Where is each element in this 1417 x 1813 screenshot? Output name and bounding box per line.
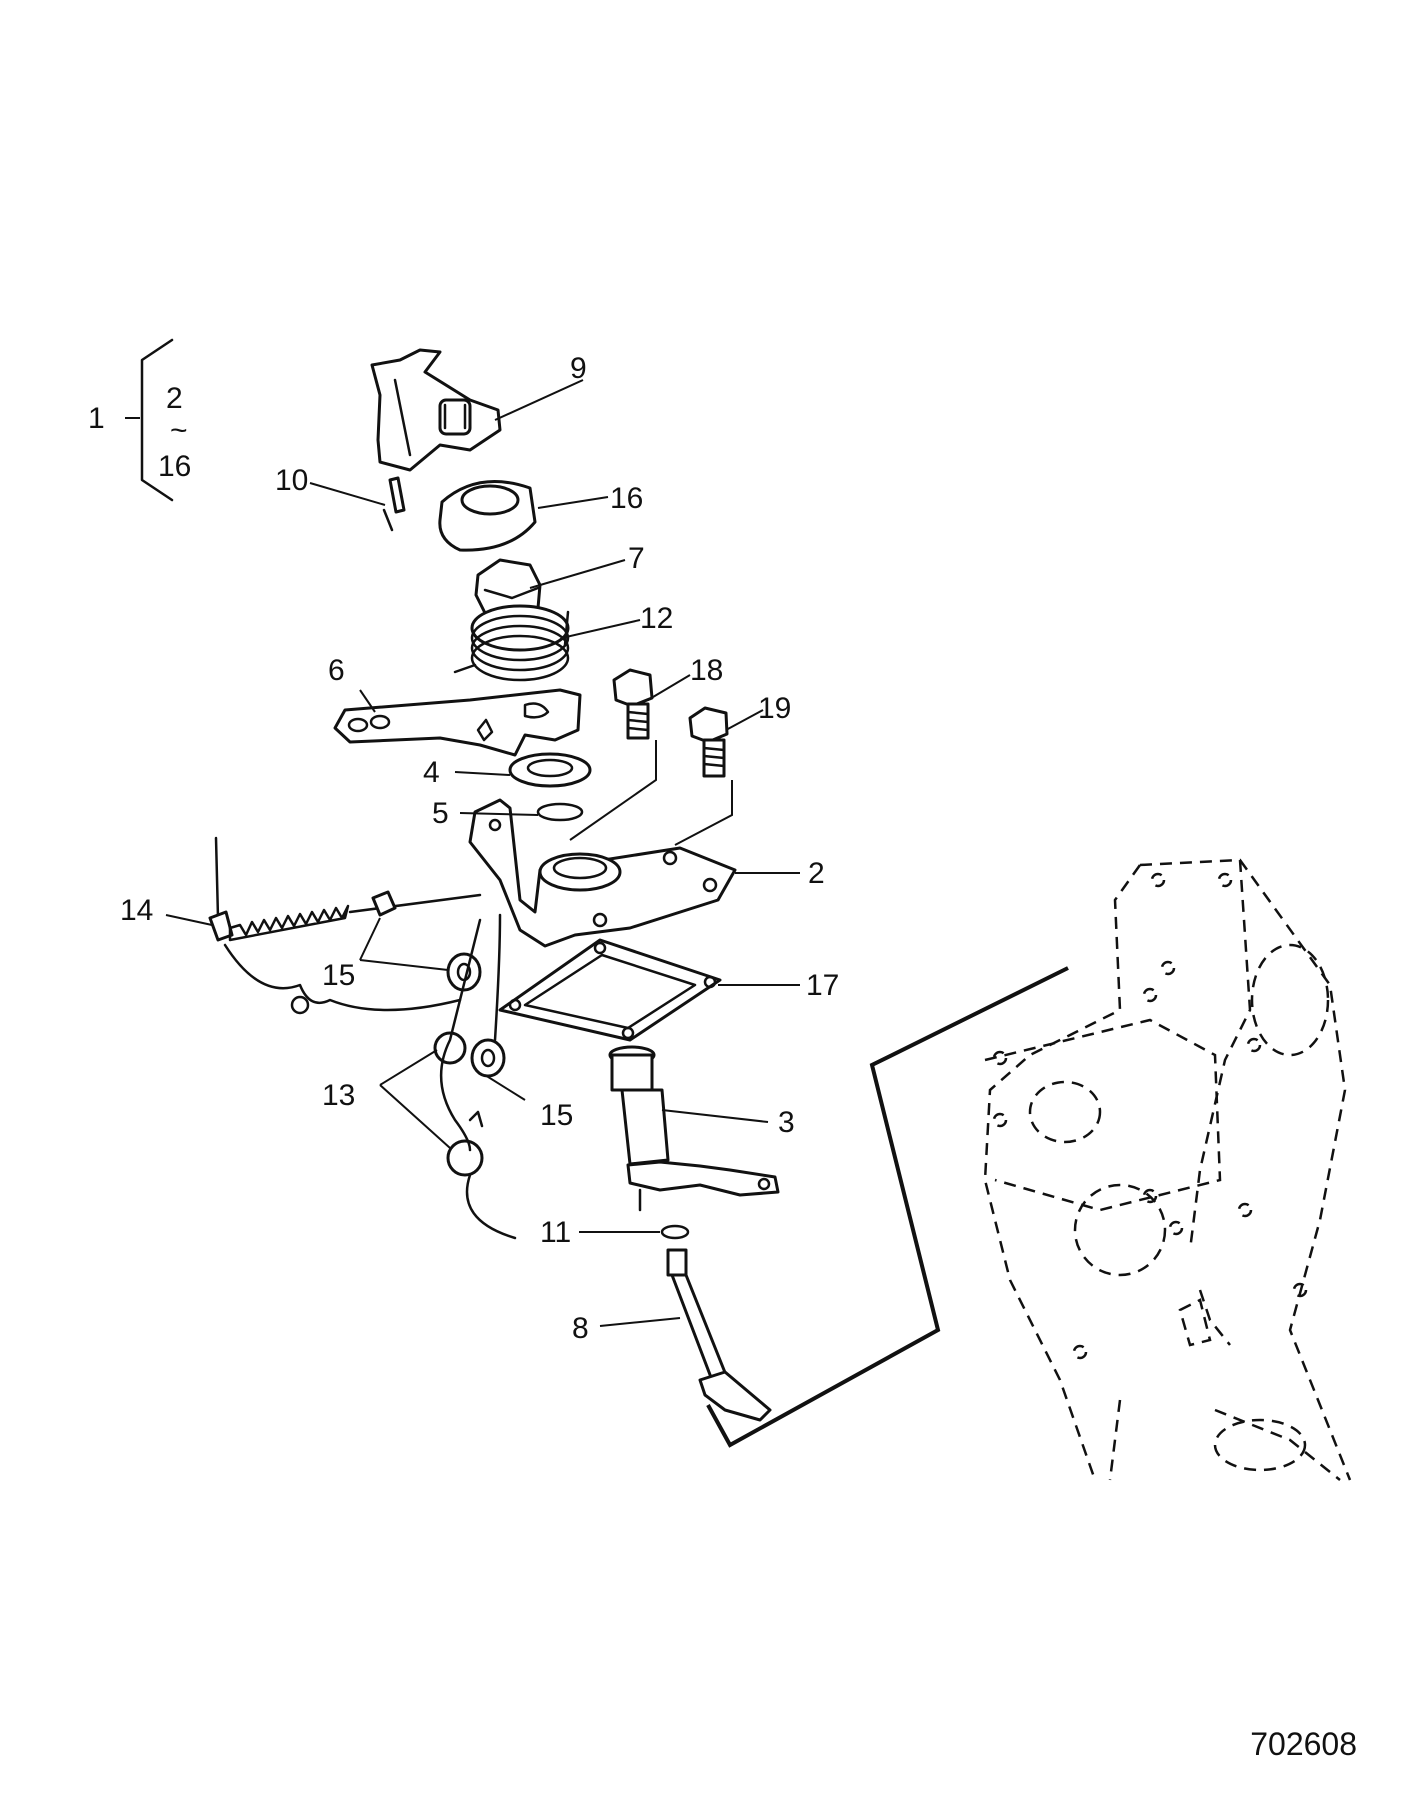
part-3-shaft bbox=[608, 1045, 780, 1212]
callout-18: 18 bbox=[690, 654, 723, 687]
callout-11: 11 bbox=[540, 1216, 571, 1249]
part-16-collar bbox=[438, 480, 537, 552]
part-10-pin bbox=[382, 476, 406, 532]
callout-10: 10 bbox=[275, 464, 308, 497]
part-15-collar-upper bbox=[371, 890, 397, 917]
part-4-seal bbox=[508, 752, 592, 788]
transmission-housing-dashed bbox=[983, 858, 1352, 1481]
part-8-rod bbox=[666, 1248, 772, 1422]
part-13-clips bbox=[433, 913, 517, 1240]
callout-15-lower: 15 bbox=[540, 1099, 573, 1132]
group-bracket: 1 2 ~ 16 bbox=[88, 338, 191, 502]
leader-lines bbox=[165, 379, 800, 1327]
callout-17: 17 bbox=[806, 969, 839, 1002]
callout-13: 13 bbox=[322, 1079, 355, 1112]
part-17-gasket bbox=[498, 938, 722, 1042]
callout-9: 9 bbox=[570, 352, 587, 385]
part-5-oring bbox=[536, 802, 584, 822]
callout-5: 5 bbox=[432, 797, 449, 830]
callout-7: 7 bbox=[628, 542, 645, 575]
part-12-spring bbox=[453, 604, 570, 682]
group-label: 1 bbox=[88, 402, 105, 435]
callout-3: 3 bbox=[778, 1106, 795, 1139]
part-18-bolt bbox=[612, 668, 654, 740]
callout-16: 16 bbox=[610, 482, 643, 515]
part-11-oring bbox=[660, 1224, 690, 1240]
callout-labels: 9 10 16 7 12 6 18 19 4 5 2 17 14 15 15 1… bbox=[120, 352, 839, 1345]
group-range-sep: ~ bbox=[170, 414, 188, 447]
part-2-housing bbox=[468, 798, 737, 948]
part-6-lever bbox=[333, 688, 582, 757]
part-19-bolt bbox=[688, 706, 729, 778]
group-range-start: 2 bbox=[166, 382, 183, 415]
callout-8: 8 bbox=[572, 1312, 589, 1345]
assembly-connector bbox=[706, 966, 1069, 1448]
part-9-bracket bbox=[370, 348, 502, 472]
callout-4: 4 bbox=[423, 756, 440, 789]
callout-12: 12 bbox=[640, 602, 673, 635]
callout-19: 19 bbox=[758, 692, 791, 725]
diagram-reference-number: 702608 bbox=[1250, 1726, 1357, 1762]
group-range-end: 16 bbox=[158, 450, 191, 483]
callout-15-upper: 15 bbox=[322, 959, 355, 992]
callout-14: 14 bbox=[120, 894, 153, 927]
callout-6: 6 bbox=[328, 654, 345, 687]
part-15-washers bbox=[446, 952, 506, 1078]
callout-2: 2 bbox=[808, 857, 825, 890]
part-14-spring-rod bbox=[208, 836, 482, 1015]
